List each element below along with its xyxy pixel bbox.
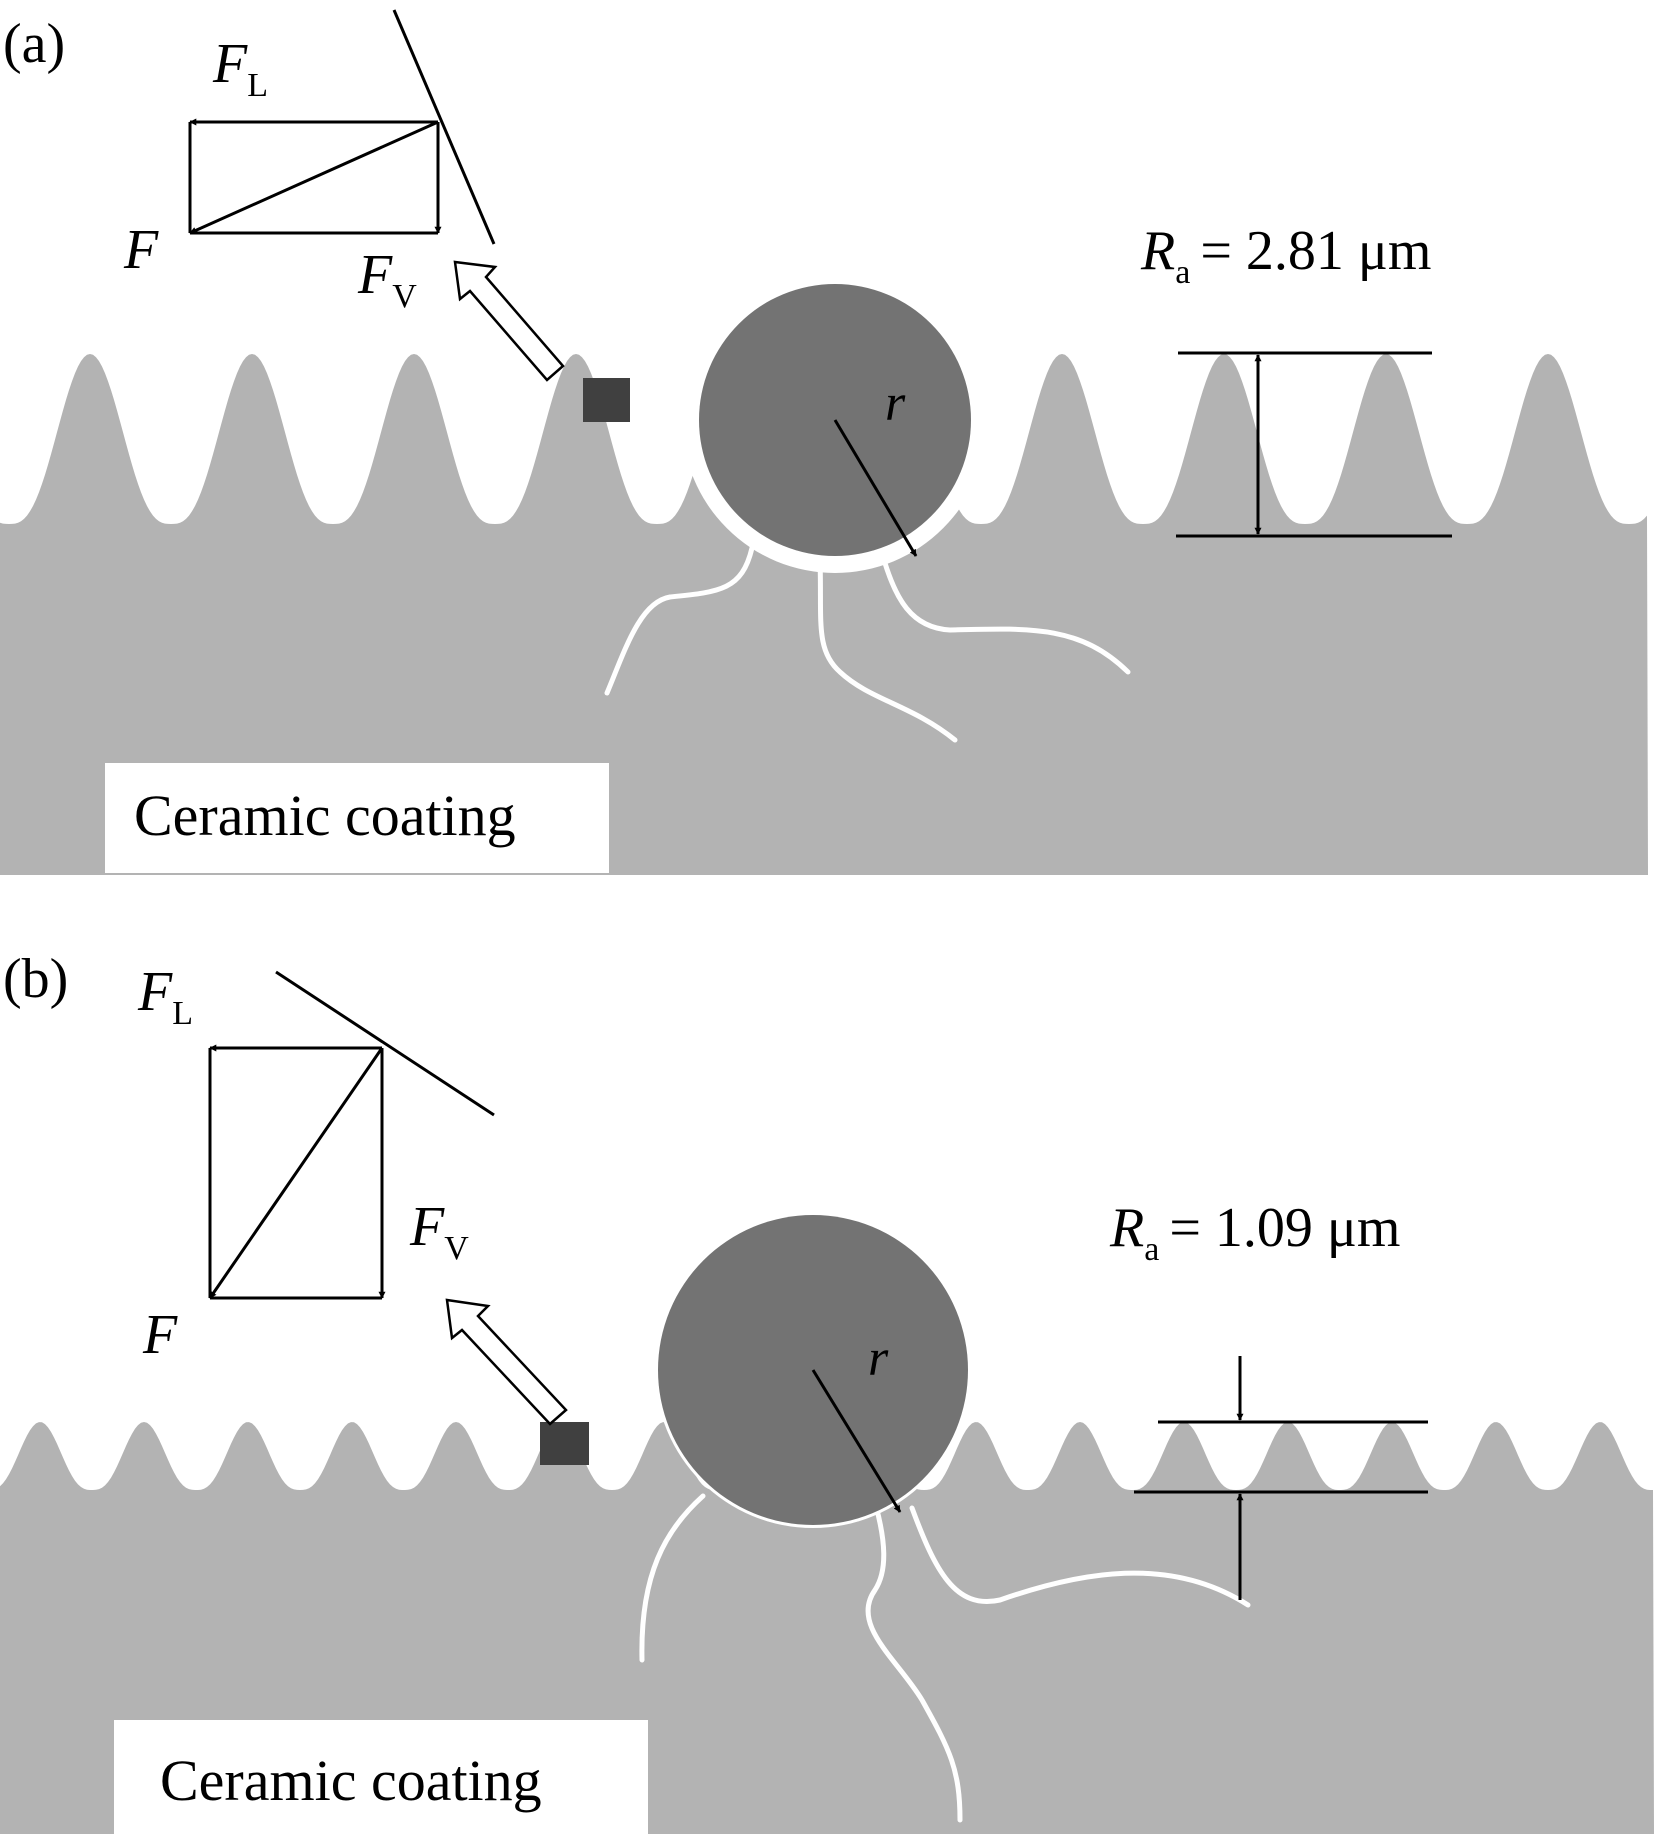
force-diagram-b: [208, 970, 495, 1300]
cracks-a: [604, 545, 1131, 743]
radius-arrow-b: [811, 1369, 902, 1513]
radius-arrow-a: [833, 419, 918, 557]
wear-debris-square-b: [540, 1422, 589, 1465]
panel-tag-a: (a): [3, 13, 65, 75]
panel-a: r (a) FL F FV Ra= 2.81 μm Ceramic coatin…: [0, 9, 1648, 875]
force-label-lateral-a: FL: [212, 33, 268, 104]
roughness-indicator-a: [1176, 351, 1452, 538]
tangent-line-b: [275, 970, 495, 1117]
hollow-arrow-a: [453, 260, 565, 382]
tangent-line-a: [392, 9, 496, 245]
force-label-vertical-b: FV: [409, 1196, 469, 1267]
force-label-resultant-a: F: [123, 219, 159, 281]
material-label-a: Ceramic coating: [134, 783, 516, 848]
panel-b: r (b) FL F FV Ra= 1.09 μm Ceramic coatin…: [0, 948, 1654, 1834]
force-resultant-arrow-b: [208, 1047, 384, 1299]
force-label-vertical-a: FV: [357, 244, 417, 315]
ceramic-coating-surface-a: [0, 354, 1648, 875]
force-resultant-arrow-a: [189, 120, 439, 235]
label-box-a: [105, 763, 609, 873]
material-label-b: Ceramic coating: [160, 1748, 542, 1813]
hollow-arrow-b: [445, 1298, 568, 1426]
force-label-lateral-b: FL: [137, 961, 193, 1032]
roughness-indicator-b: [1134, 1356, 1428, 1600]
force-label-resultant-b: F: [142, 1304, 178, 1366]
force-diagram-a: [188, 9, 496, 245]
radius-label-a: r: [885, 375, 906, 432]
panel-tag-b: (b): [3, 948, 68, 1010]
roughness-label-b: Ra= 1.09 μm: [1109, 1197, 1400, 1268]
radius-label-b: r: [868, 1330, 889, 1387]
label-box-b: [114, 1720, 648, 1834]
wear-debris-square-a: [583, 378, 630, 422]
roughness-label-a: Ra= 2.81 μm: [1140, 220, 1431, 291]
cracks-b: [639, 1493, 1251, 1823]
